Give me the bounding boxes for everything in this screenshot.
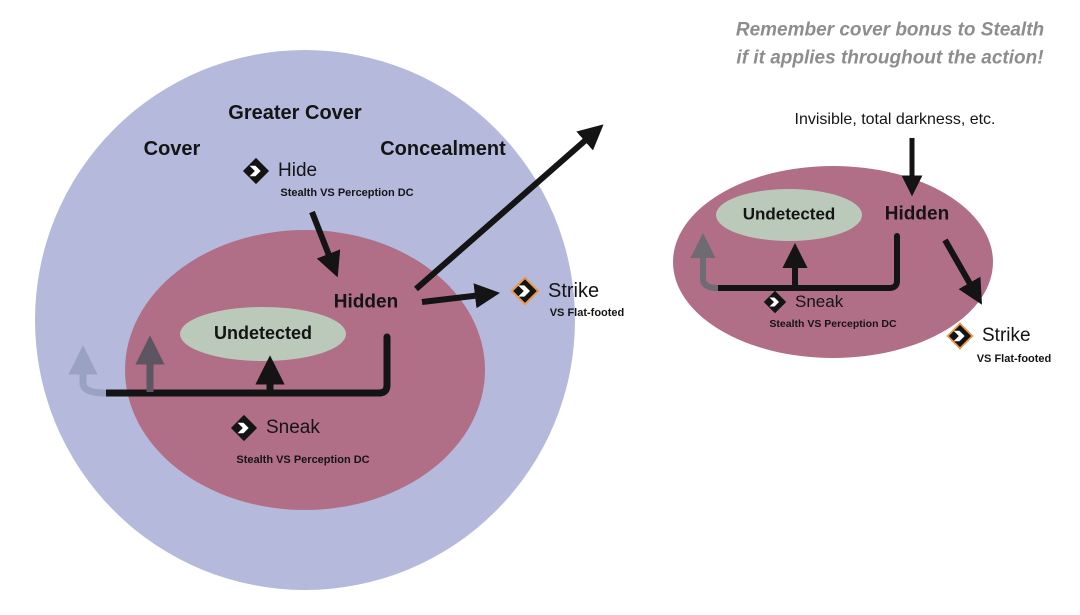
cover-label: Cover <box>143 138 201 160</box>
strike-action-icon-right <box>946 322 974 350</box>
hidden-label-left: Hidden <box>333 291 399 313</box>
arrow-hidden-to-strike <box>421 283 501 309</box>
strike-action-label-left: Strike <box>548 279 600 302</box>
hide-action-icon <box>242 157 270 185</box>
strike-action-right: Strike <box>946 322 1031 350</box>
hide-action-label: Hide <box>278 160 318 181</box>
arrow-hidden-exit-up-right <box>414 124 604 292</box>
hidden-ellipse-left <box>125 230 485 510</box>
undetected-label-right: Undetected <box>742 204 836 224</box>
arrow-sneak-faded-exit-right <box>690 232 719 291</box>
invisible-label: Invisible, total darkness, etc. <box>794 111 996 129</box>
strike-action-subtitle-right: VS Flat-footed <box>976 352 1052 365</box>
sneak-action-icon-left <box>230 414 258 442</box>
arrow-hide-to-hidden <box>309 210 341 278</box>
sneak-action-label-right: Sneak <box>795 292 844 311</box>
sneak-action-subtitle-right: Stealth VS Perception DC <box>769 318 897 331</box>
concealment-label: Concealment <box>380 138 506 160</box>
strike-action-subtitle-left: VS Flat-footed <box>549 306 625 319</box>
sneak-bracket-left <box>99 333 391 397</box>
strike-action-label-right: Strike <box>982 325 1031 346</box>
hide-action: Hide <box>242 157 317 185</box>
undetected-ellipse-left <box>180 307 346 361</box>
hide-action-subtitle: Stealth VS Perception DC <box>280 186 414 199</box>
undetected-ellipse-right <box>716 189 862 241</box>
sneak-bracket-right <box>713 233 900 291</box>
sneak-action-subtitle-left: Stealth VS Perception DC <box>236 453 370 466</box>
hidden-label-right: Hidden <box>884 203 950 225</box>
greater-cover-label: Greater Cover <box>228 102 362 124</box>
sneak-action-left: Sneak <box>230 414 320 442</box>
cover-note-line2: if it applies throughout the action! <box>736 47 1044 69</box>
sneak-action-label-left: Sneak <box>266 417 320 438</box>
arrow-hidden-to-strike-right <box>942 238 983 305</box>
undetected-label-left: Undetected <box>213 323 313 344</box>
arrow-sneak-faded-exit <box>68 345 107 397</box>
strike-action-left: Strike <box>510 276 599 306</box>
sneak-action-right: Sneak <box>763 290 843 314</box>
sneak-action-icon-right <box>763 290 787 314</box>
strike-action-icon-left <box>510 276 540 306</box>
cover-note-line1: Remember cover bonus to Stealth <box>735 19 1045 41</box>
